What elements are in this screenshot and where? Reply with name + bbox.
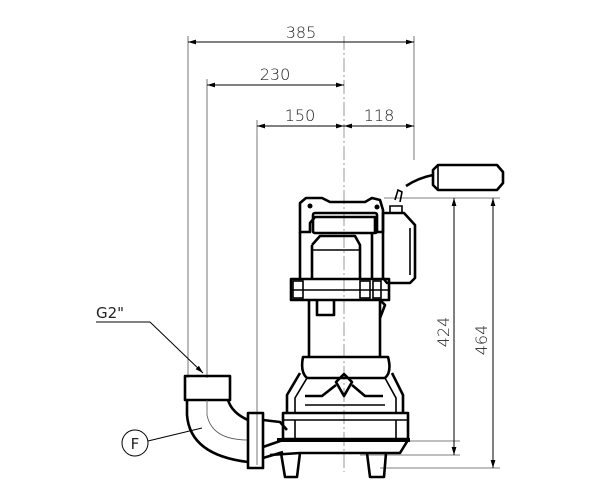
dimension-464: 464 <box>472 198 496 468</box>
dimension-424: 424 <box>434 198 457 455</box>
dimension-label: 150 <box>285 106 316 125</box>
dimension-150: 150 <box>257 106 344 129</box>
dimension-385: 385 <box>188 23 414 45</box>
dimension-label: 385 <box>286 23 317 42</box>
dimension-label: 230 <box>260 65 291 84</box>
dimension-118: 118 <box>344 106 414 129</box>
dimension-label: 118 <box>364 106 395 125</box>
dimension-230: 230 <box>207 65 344 88</box>
float-switch <box>394 163 505 203</box>
pump-body <box>262 196 417 479</box>
flange-label: F <box>121 427 203 457</box>
discharge-elbow <box>183 374 288 470</box>
dimension-label: 424 <box>434 317 453 348</box>
thread-size-text: G2" <box>96 304 124 322</box>
thread-label: G2" <box>96 304 204 374</box>
flange-marker-text: F <box>131 435 140 453</box>
dimension-label: 464 <box>472 325 491 356</box>
